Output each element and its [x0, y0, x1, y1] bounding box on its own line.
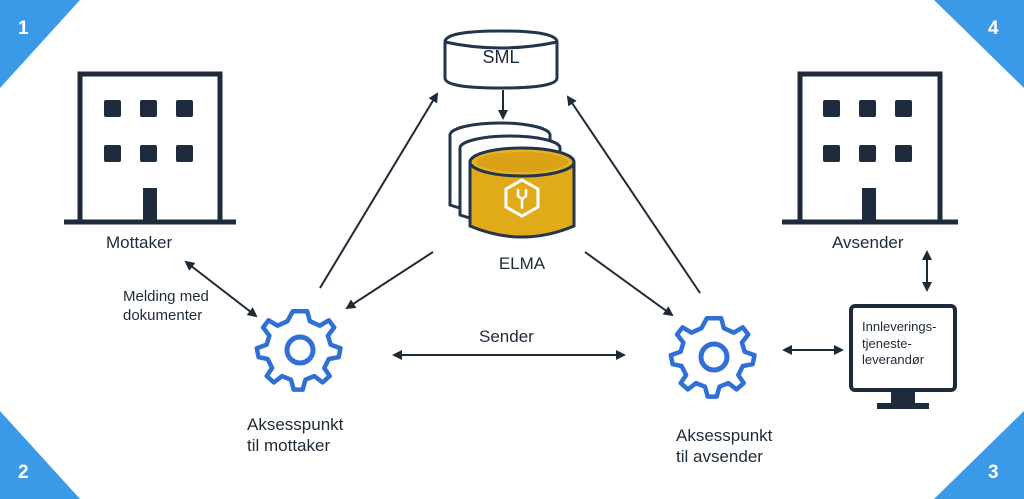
- provider-label-line-1: Innleverings-: [862, 319, 937, 334]
- message-label: Melding med dokumenter: [123, 288, 209, 326]
- corner-triangle-bottom-right: [934, 411, 1024, 499]
- send-label: Sender: [479, 327, 534, 346]
- corner-number-1: 1: [18, 18, 29, 39]
- sender-ap-label-line-1: Aksesspunkt: [676, 426, 773, 445]
- corner-number-2: 2: [18, 462, 29, 483]
- sender-access-point-gear-icon: [668, 316, 757, 399]
- sender-building-icon: [782, 71, 958, 225]
- elma-database: [448, 121, 576, 239]
- sml-node: [443, 29, 559, 90]
- message-label-line-1: Melding med: [123, 288, 209, 305]
- arrow-elma-to-sender-ap: [584, 251, 674, 317]
- corner-number-3: 3: [988, 462, 999, 483]
- arrow-receiver-message: [184, 260, 258, 318]
- arrow-elma-to-receiver-ap: [345, 251, 434, 310]
- provider-monitor-icon: [849, 304, 957, 409]
- message-label-line-2: dokumenter: [123, 306, 203, 324]
- receiver-building-icon: [64, 71, 236, 225]
- provider-label-line-3: leverandør: [862, 352, 925, 368]
- receiver-ap-label-line-2: til mottaker: [247, 436, 331, 456]
- sender-ap-label-line-2: til avsender: [676, 447, 763, 467]
- corner-triangle-top-left: [0, 0, 80, 88]
- corner-triangle-bottom-left: [0, 411, 80, 499]
- sender-label: Avsender: [832, 233, 904, 252]
- elma-label: ELMA: [498, 254, 546, 273]
- arrow-sender-ap-to-sml: [566, 95, 701, 294]
- sml-label: SML: [482, 47, 520, 67]
- corner-number-4: 4: [988, 18, 999, 39]
- arrow-receiver-ap-to-sml: [319, 92, 439, 289]
- receiver-access-point-gear-icon: [254, 309, 343, 392]
- receiver-label: Mottaker: [106, 233, 173, 252]
- sender-access-point-label: Aksesspunkt til avsender: [676, 425, 772, 468]
- corner-triangle-top-right: [934, 0, 1024, 88]
- provider-label: Innleverings- tjeneste- leverandør: [862, 319, 936, 369]
- receiver-ap-label-line-1: Aksesspunkt: [247, 415, 344, 434]
- provider-label-line-2: tjeneste-: [862, 335, 912, 351]
- receiver-access-point-label: Aksesspunkt til mottaker: [247, 414, 343, 457]
